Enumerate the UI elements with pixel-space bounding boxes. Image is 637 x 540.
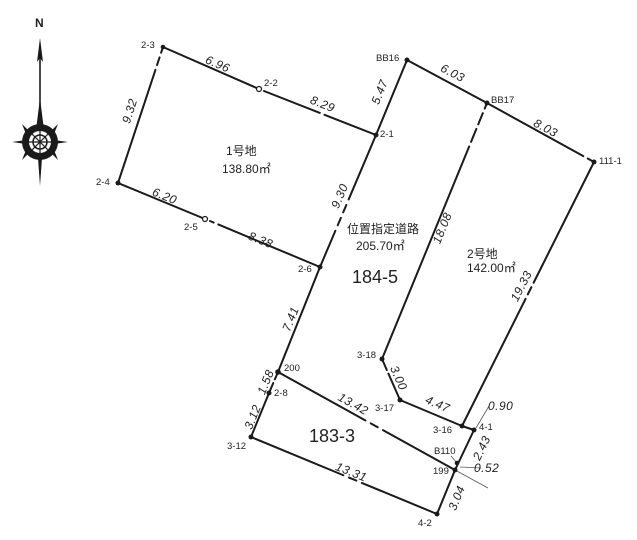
marker-bb16 <box>404 57 410 63</box>
leader-199-tail <box>454 469 489 489</box>
point-label-111-1: 111-1 <box>599 156 622 167</box>
lot1-area: 138.80㎡ <box>222 162 271 176</box>
point-label-2-3: 2-3 <box>141 40 155 51</box>
marker-b110 <box>454 460 460 466</box>
marker-2-2 <box>255 85 263 93</box>
point-label-2-1: 2-1 <box>380 129 394 140</box>
boundary-200-199 <box>277 371 456 471</box>
marker-3-12 <box>248 434 254 440</box>
compass-rose-icon <box>12 38 68 186</box>
marker-111-1 <box>591 159 597 165</box>
point-label-4-1: 4-1 <box>479 422 493 433</box>
boundary-3-17-3-16 <box>399 399 463 427</box>
boundary-2-8-3-12 <box>250 392 270 438</box>
marker-bb17 <box>484 100 490 106</box>
point-label-2-5: 2-5 <box>184 222 198 233</box>
boundary-2-6-200 <box>277 266 321 373</box>
boundary-2-4-2-5 <box>117 182 206 220</box>
boundary-bb16-bb17 <box>406 59 488 104</box>
dim-0-90: 0.90 <box>488 399 514 413</box>
boundary-2-1-2-6 <box>319 134 377 268</box>
parcel-184-5: 184-5 <box>352 267 399 287</box>
boundary-200-2-8 <box>268 371 279 394</box>
point-label-199: 199 <box>433 466 449 477</box>
marker-3-16 <box>459 423 465 429</box>
boundary-2-5-2-6 <box>209 220 321 268</box>
boundary-2-3-2-2 <box>162 46 260 90</box>
point-label-3-17: 3-17 <box>375 403 395 414</box>
marker-2-3 <box>160 44 166 50</box>
marker-2-5 <box>201 215 209 223</box>
leader-0-52 <box>459 466 482 469</box>
marker-3-18 <box>379 356 385 362</box>
marker-2-4 <box>115 180 121 186</box>
boundary-bb17-111-1 <box>486 102 595 163</box>
dim-0-52: 0.52 <box>474 461 500 475</box>
lot1-name: 1号地 <box>226 144 257 158</box>
road-area: 205.70㎡ <box>356 239 405 253</box>
point-label-2-6: 2-6 <box>298 264 312 275</box>
boundary-bb17-3-18 <box>381 102 488 360</box>
lot2-name: 2号地 <box>467 247 498 261</box>
lot2-area: 142.00㎡ <box>467 261 516 275</box>
point-label-4-2: 4-2 <box>418 518 432 529</box>
point-label-bb16: BB16 <box>376 53 400 64</box>
marker-3-17 <box>397 397 403 403</box>
marker-199 <box>452 467 458 473</box>
point-label-bb17: BB17 <box>491 95 515 106</box>
point-label-b110: B110 <box>434 446 456 457</box>
point-label-2-2: 2-2 <box>264 78 278 89</box>
boundary-2-3-2-4 <box>117 46 164 184</box>
boundary-2-2-2-1 <box>263 90 377 136</box>
point-label-3-12: 3-12 <box>227 441 247 452</box>
marker-2-8 <box>266 390 272 396</box>
boundary-3-12-4-2 <box>250 436 438 515</box>
boundary-111-1-3-16 <box>461 161 595 427</box>
boundary-199-4-2 <box>436 469 456 515</box>
point-label-3-16: 3-16 <box>433 425 453 436</box>
road-name: 位置指定道路 <box>347 222 420 236</box>
point-label-2-4: 2-4 <box>96 177 110 188</box>
marker-200 <box>275 369 281 375</box>
marker-2-1 <box>373 132 379 138</box>
marker-2-6 <box>317 264 323 270</box>
leader-0-90 <box>475 405 490 429</box>
marker-4-1 <box>471 427 477 433</box>
parcel-183-3: 183-3 <box>309 426 356 446</box>
point-label-2-8: 2-8 <box>274 388 288 399</box>
north-label: N <box>35 16 44 30</box>
point-label-3-18: 3-18 <box>357 350 377 361</box>
point-label-200: 200 <box>284 363 300 374</box>
boundary-3-18-3-17 <box>381 358 401 401</box>
marker-4-2 <box>434 511 440 517</box>
boundary-bb16-2-1 <box>375 59 408 136</box>
